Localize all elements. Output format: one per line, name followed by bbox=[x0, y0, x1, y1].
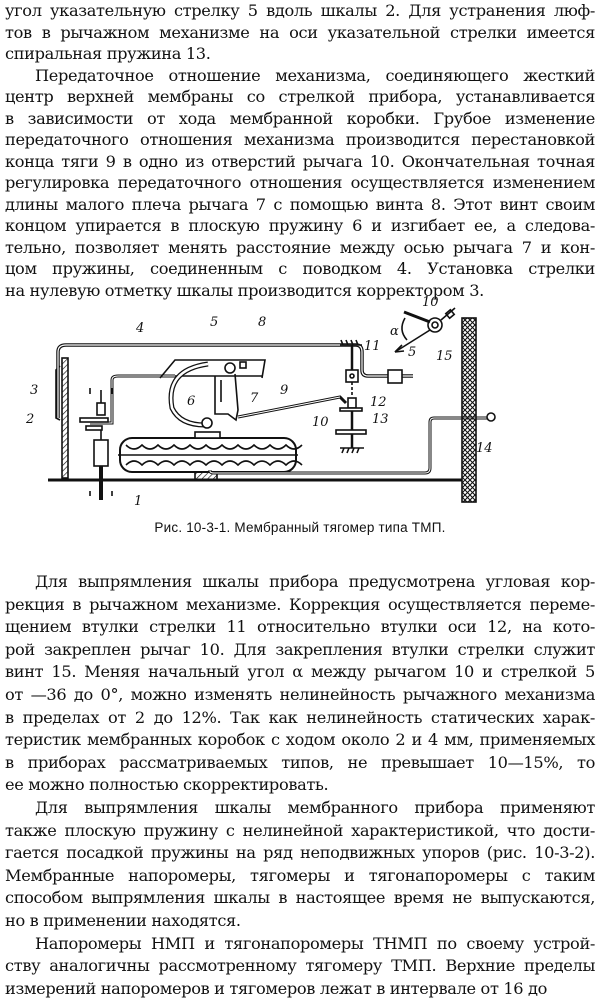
label-15: 15 bbox=[436, 349, 453, 364]
text-line: спиральная пружина 13. bbox=[5, 44, 211, 63]
text-block-bottom: Для выпрямления шкалы прибора предусмотр… bbox=[5, 571, 595, 1000]
text-line: но в применении находятся. bbox=[5, 910, 241, 930]
label-2: 2 bbox=[25, 412, 34, 427]
label-9: 9 bbox=[280, 383, 288, 398]
text-line: цом пружины, соединенным с поводком 4. У… bbox=[5, 259, 595, 278]
text-line: передаточного отношения механизма произв… bbox=[5, 130, 595, 149]
text-line: способом выпрямления шкалы в настоящее в… bbox=[5, 888, 595, 908]
label-14: 14 bbox=[476, 441, 493, 456]
label-3: 3 bbox=[30, 383, 38, 398]
text-line: угол указательную стрелку 5 вдоль шкалы … bbox=[5, 1, 595, 20]
text-line: винт 15. Меняя начальный угол α между ры… bbox=[5, 662, 595, 682]
text-line: тов в рычажном механизме на оси указател… bbox=[5, 22, 595, 42]
label-11: 11 bbox=[364, 339, 381, 354]
text-line: ству аналогичны рассмотренному тягомеру … bbox=[5, 956, 595, 976]
text-line: рекция в рычажном механизме. Коррекция о… bbox=[5, 594, 595, 614]
figure-diagram: 1 2 3 4 5 6 7 8 9 10 11 12 13 14 15 10 5… bbox=[25, 295, 496, 509]
label-13: 13 bbox=[372, 412, 389, 427]
scale-plate bbox=[61, 357, 69, 479]
text-line: также плоскую пружину с нелинейной харак… bbox=[5, 820, 595, 840]
text-line: концом упирается в плоскую пружину 6 и и… bbox=[5, 216, 595, 235]
text-line: тельно, позволяет менять расстояние межд… bbox=[5, 237, 595, 257]
text-line: Для выпрямления шкалы прибора предусмотр… bbox=[35, 572, 595, 591]
text-line: гается посадкой пружины на ряд неподвижн… bbox=[5, 843, 595, 863]
text-line: ее можно полностью скорректировать. bbox=[5, 775, 329, 795]
text-line: теристик мембранных коробок с ходом окол… bbox=[5, 730, 595, 750]
text-line: регулировка передаточного отношения осущ… bbox=[5, 173, 595, 192]
label-5-detail: 5 bbox=[408, 345, 416, 360]
label-5: 5 bbox=[210, 315, 218, 330]
label-6: 6 bbox=[187, 394, 195, 409]
label-8: 8 bbox=[258, 315, 266, 330]
text-line: в приборах рассматриваемых типов, не пре… bbox=[5, 752, 595, 772]
text-line: в зависимости от хода мембранной коробки… bbox=[5, 108, 595, 128]
text-line: Мембранные напоромеры, тягомеры и тягона… bbox=[5, 865, 595, 885]
text-line: Передаточное отношение механизма, соедин… bbox=[35, 65, 595, 85]
text-line: Напоромеры НМП и тягонапоромеры ТНМП по … bbox=[35, 933, 595, 953]
text-line: в пределах от 2 до 12%. Так как нелинейн… bbox=[5, 707, 595, 727]
label-12: 12 bbox=[370, 395, 387, 410]
label-10-detail: 10 bbox=[422, 295, 439, 310]
text-line: от —36 до 0°, можно изменять нелинейност… bbox=[5, 684, 595, 704]
wall-14 bbox=[461, 317, 477, 503]
text-line: длины малого плеча рычага 7 с помощью ви… bbox=[5, 194, 595, 214]
text-line: Для выпрямления шкалы мембранного прибор… bbox=[35, 797, 595, 817]
figure-caption: Рис. 10-3-1. Мембранный тягомер типа ТМП… bbox=[154, 520, 446, 535]
label-4: 4 bbox=[135, 321, 144, 336]
label-10: 10 bbox=[312, 415, 329, 430]
text-line: конца тяги 9 в одно из отверстий рычага … bbox=[5, 151, 595, 171]
text-line: рой закреплен рычаг 10. Для закрепления … bbox=[5, 639, 595, 659]
text-line: центр верхней мембраны со стрелкой прибо… bbox=[5, 87, 595, 106]
label-1: 1 bbox=[134, 494, 142, 509]
text-line: на нулевую отметку шкалы производится ко… bbox=[5, 280, 484, 300]
text-line: измерений напоромеров и тягомеров лежат … bbox=[5, 978, 548, 998]
text-block-top: угол указательную стрелку 5 вдоль шкалы … bbox=[5, 0, 595, 301]
label-7: 7 bbox=[250, 391, 259, 406]
text-line: щением втулки стрелки 11 относительно вт… bbox=[5, 617, 595, 637]
label-alpha: α bbox=[390, 324, 399, 339]
